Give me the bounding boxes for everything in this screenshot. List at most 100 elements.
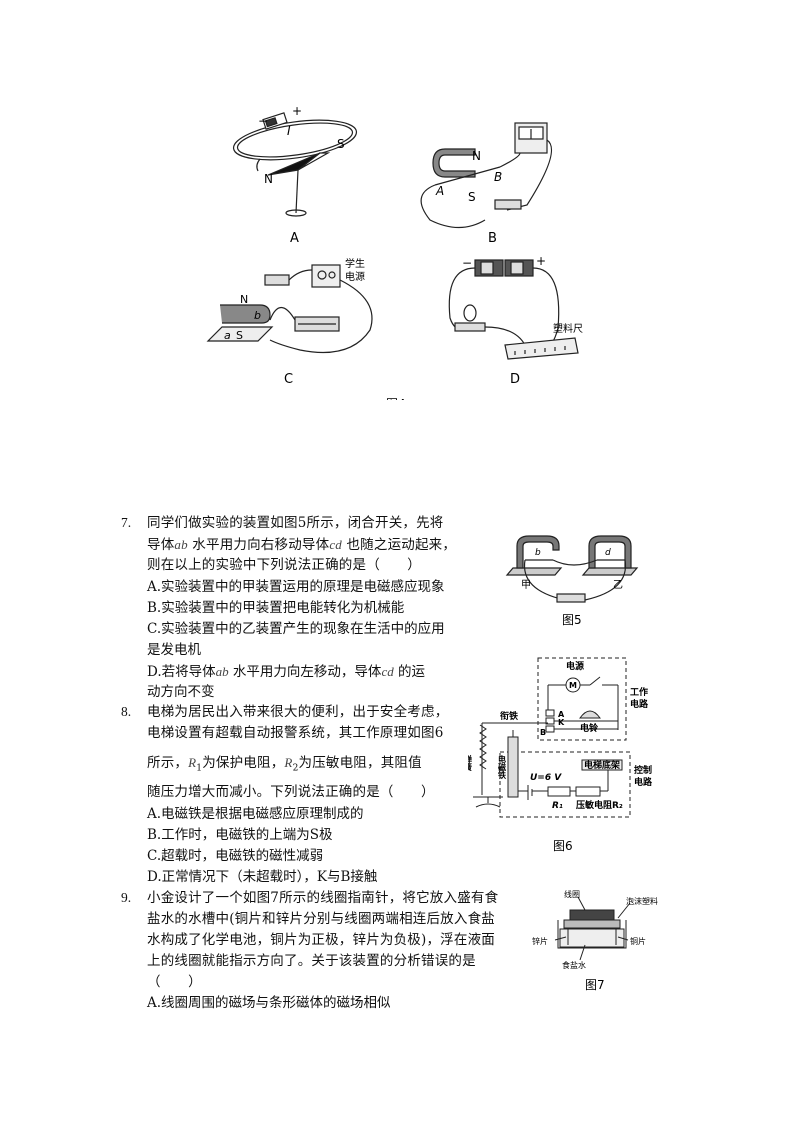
q8-option-c: C.超载时，电磁铁的磁性减弱	[147, 848, 324, 864]
d-plus-label: +	[536, 254, 546, 268]
fig6-spring-label: 弹簧	[468, 754, 473, 772]
figure-4: + − I N S A N S A B B N S a b 学生 电源 C	[206, 104, 583, 400]
fig6-electromagnet-label: 电磁铁	[498, 754, 507, 780]
q8-line4: 随压力增大而减小。下列说法正确的是（ ）	[147, 784, 435, 800]
fig6-work-circuit-label-1: 工作	[630, 686, 648, 698]
fig7-coil-label: 线圈	[564, 889, 580, 899]
fig6-iron-label: 衔铁	[500, 710, 518, 722]
fig7-salt-label: 食盐水	[562, 960, 586, 970]
fig5-d-label: d	[605, 548, 611, 558]
fig6-control-circuit-label-2: 电路	[634, 776, 653, 788]
a-south-label: S	[337, 137, 345, 151]
fig6-k-label: K	[558, 718, 565, 727]
q9-number: 9.	[121, 890, 132, 905]
q7-stem-l2c: 导体	[301, 537, 330, 553]
q8-line1: 电梯为居民出入带来很大的便利，出于安全考虑，	[147, 704, 449, 720]
q9-line4: 上的线圈就能指示方向了。关于该装置的分析错误的是	[147, 953, 476, 969]
q8-l3a: 所示，	[147, 755, 189, 771]
q7-option-d-line2: 动方向不变	[147, 684, 215, 700]
q7-option-d-ab: ab	[215, 664, 229, 679]
q9-option-a: A.线圈周围的磁场与条形磁体的磁场相似	[147, 995, 391, 1011]
q8-r2: R	[284, 755, 293, 770]
b-north-label: N	[472, 149, 481, 163]
c-source-label-2: 电源	[345, 270, 365, 283]
q8-line2: 电梯设置有超载自动报警系统，其工作原理如图6	[147, 725, 444, 741]
figure-4-caption: 图4	[386, 397, 406, 400]
q7-option-b: B.实验装置中的甲装置把电能转化为机械能	[147, 600, 405, 616]
c-south-label: S	[236, 329, 243, 342]
fig6-floor-label: 电梯底架	[584, 759, 620, 771]
q7-stem-line3: 则在以上的实验中下列说法正确的是（ ）	[147, 557, 421, 573]
q7-var-cd: cd	[329, 537, 342, 552]
panel-d-label: D	[510, 372, 520, 387]
q7-option-c-line2: 是发电机	[147, 642, 201, 658]
panel-d-diagram	[448, 259, 579, 360]
fig6-a-label: A	[558, 710, 565, 719]
figure-6: 电源 M 工作 电路 衔铁 A K B 电铃 弹簧 电磁铁 U=6 V 电梯底架…	[468, 657, 653, 853]
fig5-jia-label: 甲	[521, 580, 531, 591]
figure-7-caption: 图7	[585, 978, 605, 992]
figure-6-caption: 图6	[553, 839, 573, 853]
q7-option-a: A.实验装置中的甲装置运用的原理是电磁感应现象	[147, 579, 445, 595]
q8-r1: R	[188, 755, 197, 770]
a-plus-label: +	[292, 104, 302, 118]
q9-line3: 水构成了化学电池，铜片为正极，锌片为负极)，浮在液面	[147, 932, 495, 948]
c-a-label: a	[224, 329, 231, 342]
c-source-label-1: 学生	[345, 257, 365, 270]
fig6-control-circuit-label-1: 控制	[634, 764, 652, 776]
q8-r1-sub: 1	[196, 763, 203, 774]
panel-a-diagram	[232, 112, 358, 217]
panel-a-label: A	[290, 231, 299, 246]
b-south-label: S	[468, 190, 476, 204]
q8-option-d: D.正常情况下（未超载时），K与B接触	[147, 869, 378, 885]
q7-stem-l2d: 也随之运动起来，	[341, 537, 457, 553]
panel-b-diagram	[420, 122, 553, 229]
fig5-b-label: b	[535, 548, 541, 558]
a-north-label: N	[264, 172, 273, 186]
fig6-r1-label: R₁	[552, 801, 563, 811]
q8-number: 8.	[121, 704, 132, 719]
d-minus-label: −	[462, 256, 472, 270]
fig7-copper-label: 铜片	[630, 936, 646, 946]
d-ruler-label: 塑料尺	[553, 322, 583, 335]
q7-stem-l2a: 导体	[147, 537, 175, 553]
q7-option-d-1b: 水平用力向左移动，导体	[228, 664, 382, 680]
c-north-label: N	[240, 293, 248, 306]
fig5-yi-label: 乙	[613, 579, 623, 591]
q7-stem-line1: 同学们做实验的装置如图5所示，闭合开关，先将	[147, 515, 444, 531]
q9-line2: 盐水的水槽中(铜片和锌片分别与线圈两端相连后放入食盐	[147, 911, 495, 927]
q9-line5: （ ）	[147, 974, 202, 990]
panel-c-diagram	[206, 264, 373, 353]
q9-line1: 小金设计了一个如图7所示的线圈指南针，将它放入盛有食	[147, 890, 499, 906]
fig7-zinc-label: 锌片	[532, 936, 548, 946]
q7-stem-line2: 导体ab 水平用力向右移动导体cd 也随之运动起来，	[147, 534, 456, 556]
q7-number: 7.	[121, 515, 132, 530]
q7-option-d-cd: cd	[381, 664, 394, 679]
panel-c-label: C	[284, 372, 293, 387]
c-b-label: b	[254, 309, 261, 322]
q8-option-b: B.工作时，电磁铁的上端为S极	[147, 827, 333, 843]
fig6-motor-label: M	[569, 681, 577, 690]
q8-l3b: 为保护电阻，	[202, 755, 285, 771]
b-b-label: B	[494, 170, 502, 184]
q8-line3: 所示，R1为保护电阻，R2为压敏电阻，其阻值	[147, 752, 422, 780]
fig6-sensor-label: 压敏电阻R₂	[576, 799, 623, 811]
figure-5: b d 甲 乙 图5	[505, 535, 639, 627]
q8-l3c: 为压敏电阻，其阻值	[298, 755, 422, 771]
fig6-power-label: 电源	[566, 660, 584, 672]
fig6-b-label: B	[540, 728, 546, 737]
figure-7: 线圈 泡沫塑料 锌片 铜片 食盐水 图7	[532, 889, 658, 992]
figure-5-caption: 图5	[562, 613, 582, 627]
fig6-voltage-label: U=6 V	[530, 773, 562, 783]
q7-option-d-line1: D.若将导体ab 水平用力向左移动，导体cd 的运	[147, 661, 425, 683]
q7-option-d-1c: 的运	[393, 664, 426, 680]
q8-option-a: A.电磁铁是根据电磁感应原理制成的	[147, 806, 364, 822]
fig6-work-circuit-label-2: 电路	[630, 698, 649, 710]
q7-option-d-1a: D.若将导体	[147, 664, 216, 680]
fig7-foam-label: 泡沫塑料	[626, 896, 658, 906]
panel-b-label: B	[488, 231, 497, 246]
q7-option-c-line1: C.实验装置中的乙装置产生的现象在生活中的应用	[147, 621, 445, 637]
a-minus-label: −	[258, 114, 268, 128]
q8-r2-sub: 2	[292, 763, 299, 774]
fig6-bell-label: 电铃	[580, 722, 599, 734]
